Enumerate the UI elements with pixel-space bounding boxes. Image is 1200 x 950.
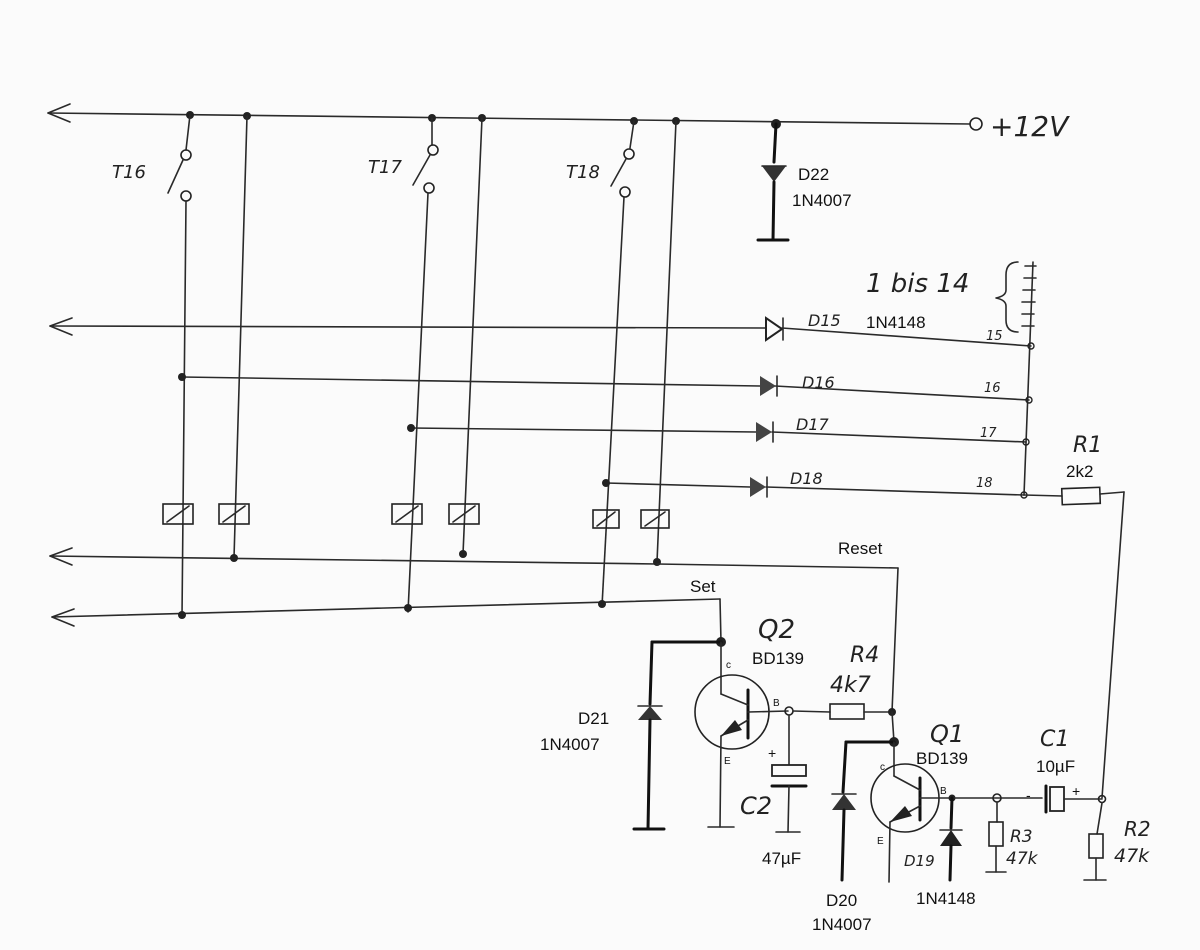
r3-ref: R3 [1010, 827, 1033, 847]
c1-ref: C1 [1040, 727, 1069, 752]
r2-ref: R2 [1124, 817, 1151, 841]
q2-pin-b: B [773, 698, 780, 709]
d19-ref: D19 [904, 852, 935, 870]
q2-pin-e: E [724, 756, 731, 767]
resistor-r1 [1023, 486, 1125, 799]
r4-ref: R4 [850, 643, 879, 668]
diode-d16 [760, 375, 778, 397]
resistor-r4 [792, 703, 896, 743]
diode-d17 [756, 421, 774, 443]
q1-pin-c: c [880, 762, 885, 773]
switch-t16 [167, 114, 192, 618]
connector-bus [995, 261, 1037, 499]
r4-value: 4k7 [830, 673, 871, 698]
q2-part: BD139 [752, 649, 804, 668]
q1-part: BD139 [916, 749, 968, 768]
set-label: Set [690, 577, 716, 596]
c2-plus: + [768, 745, 776, 761]
d19-part: 1N4148 [916, 889, 976, 908]
d20-ref: D20 [826, 891, 857, 910]
r1-value: 2k2 [1066, 462, 1093, 481]
t16-ref: T16 [112, 162, 146, 183]
d20-part: 1N4007 [812, 915, 872, 934]
capacitor-c1 [1044, 784, 1107, 814]
diode-d19 [939, 794, 1043, 882]
c1-minus: - [1026, 787, 1031, 803]
d18-ref: D18 [790, 469, 823, 488]
pin-18: 18 [976, 476, 993, 491]
diode-d22 [756, 122, 790, 242]
reset-verticals [233, 115, 677, 563]
r2-value: 47k [1114, 845, 1150, 867]
d22-part: 1N4007 [792, 191, 852, 210]
q1-ref: Q1 [930, 720, 964, 748]
r3-value: 47k [1006, 849, 1039, 869]
q1-pin-e: E [877, 836, 884, 847]
supply-terminal [969, 117, 983, 131]
transistor-q1 [870, 763, 953, 883]
diode-d18 [750, 476, 768, 498]
capacitor-c2 [770, 706, 808, 833]
q1-pin-b: B [940, 786, 947, 797]
q2-stage [632, 637, 726, 831]
d21-ref: D21 [578, 709, 609, 728]
r1-ref: R1 [1073, 433, 1102, 458]
resistor-r3 [985, 793, 1007, 873]
diode-lines [49, 317, 1032, 496]
t18-ref: T18 [566, 162, 600, 183]
resistor-r2 [1083, 802, 1107, 881]
diode-d15 [765, 316, 784, 342]
bus-label: 1 bis 14 [866, 269, 969, 299]
d21-part: 1N4007 [540, 735, 600, 754]
c2-value: 47µF [762, 849, 801, 868]
q2-ref: Q2 [758, 615, 795, 645]
c2-ref: C2 [740, 792, 772, 820]
c1-value: 10µF [1036, 757, 1075, 776]
d15-part: 1N4148 [866, 313, 926, 332]
supply-label: +12V [990, 110, 1070, 143]
pin-17: 17 [980, 426, 997, 441]
d15-ref: D15 [808, 311, 841, 330]
reset-label: Reset [838, 539, 883, 558]
t17-ref: T17 [368, 157, 402, 178]
relay-coils [162, 503, 670, 529]
pin-16: 16 [984, 381, 1001, 396]
switch-t17 [407, 117, 439, 613]
d17-ref: D17 [796, 415, 830, 434]
set-bus [51, 598, 722, 643]
reset-bus [49, 547, 899, 713]
switch-t18 [601, 120, 635, 607]
transistor-q2 [694, 674, 789, 828]
q2-pin-c: c [726, 660, 731, 671]
d16-ref: D16 [802, 373, 835, 392]
d22-ref: D22 [798, 165, 829, 184]
q1-stage [831, 737, 899, 882]
pin-15: 15 [986, 329, 1003, 344]
c1-plus: + [1072, 783, 1080, 799]
